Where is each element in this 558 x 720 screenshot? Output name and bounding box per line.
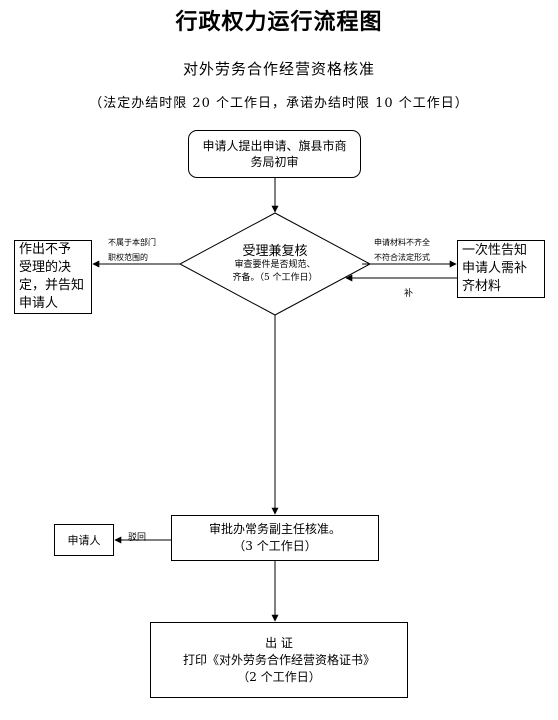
reject-node-line: 定，并告知 [19, 278, 85, 293]
not-in-scope-label: 职权范围的 [108, 253, 148, 262]
supplement-node-line: 一次性告知 [462, 243, 528, 258]
returned-label: 驳回 [128, 533, 147, 543]
not-in-scope-label: 不属于本部门 [108, 238, 156, 247]
page-subtitle: 对外劳务合作经营资格核准 [182, 60, 375, 78]
reject-node: 作出不予 受理的决 定，并告知 申请人 [14, 240, 92, 314]
incomplete-label: 申请材料不齐全 [374, 238, 430, 247]
reject-node-line: 作出不予 [19, 242, 72, 257]
reject-node-line: 受理的决 [19, 260, 72, 275]
review-desc-line: 审查要件是否规范、 [234, 260, 316, 270]
applicant-node-label: 申请人 [67, 534, 101, 547]
supplement-node: 一次性告知 申请人需补 齐材料 [457, 240, 545, 298]
approve-node-line: 审批办常务副主任核准。 [208, 522, 341, 536]
time-limit-note: （法定办结时限 20 个工作日，承诺办结时限 10 个工作日） [89, 96, 469, 111]
certificate-node-line: 出 证 [265, 635, 293, 650]
approve-node-line: （3 个工作日） [233, 539, 317, 553]
certificate-node: 出 证 打印《对外劳务合作经营资格证书》 （2 个工作日） [150, 622, 408, 698]
incomplete-label: 不符合法定形式 [374, 253, 430, 262]
supplement-label: 补 [404, 289, 414, 299]
start-node-line: 申请人提出申请、旗县市商 [202, 139, 347, 153]
review-desc-line: 齐备。（5 个工作日） [232, 273, 318, 283]
supplement-node-line: 齐材料 [462, 279, 502, 294]
applicant-node: 申请人 [54, 524, 114, 556]
certificate-node-line: （2 个工作日） [237, 669, 321, 684]
approve-node: 审批办常务副主任核准。 （3 个工作日） [171, 515, 379, 561]
certificate-node-line: 打印《对外劳务合作经营资格证书》 [182, 652, 375, 667]
reject-node-line: 申请人 [19, 296, 59, 311]
page-title: 行政权力运行流程图 [175, 9, 383, 35]
supplement-node-line: 申请人需补 [462, 261, 528, 276]
start-node: 申请人提出申请、旗县市商 务局初审 [188, 130, 361, 178]
start-node-line: 务局初审 [250, 155, 299, 169]
review-title: 受理兼复核 [242, 244, 308, 259]
